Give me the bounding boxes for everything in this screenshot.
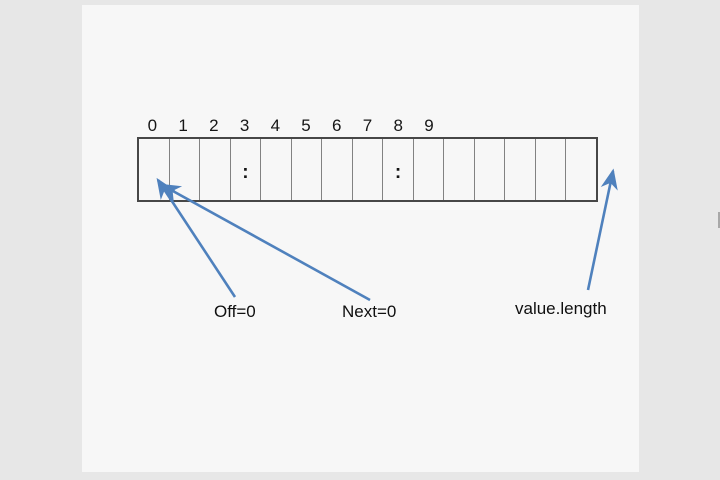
array-index-label: 9 bbox=[424, 116, 434, 135]
array-index-label: 5 bbox=[301, 116, 311, 135]
array-index-label: 0 bbox=[147, 116, 158, 135]
array-cell bbox=[412, 139, 444, 200]
array-cell bbox=[139, 139, 169, 200]
array-cell bbox=[534, 139, 566, 200]
right-edge-artifact bbox=[718, 212, 720, 228]
slide-canvas: 0 1 2 3 4 5 6 7 8 9 :: Off=0 Next=0 value.length bbox=[82, 5, 639, 472]
array-diagram: :: bbox=[137, 137, 598, 202]
next-label: Next=0 bbox=[342, 302, 397, 321]
array-cell bbox=[321, 139, 352, 200]
array-cell bbox=[565, 139, 596, 200]
array-index-label bbox=[537, 115, 568, 136]
array-cell: : bbox=[382, 139, 413, 200]
array-cell-content: : bbox=[394, 161, 402, 183]
array-index-label: 7 bbox=[362, 116, 373, 135]
array-index-label: 1 bbox=[178, 116, 188, 135]
value-length-label: value.length bbox=[515, 299, 607, 318]
array-cell bbox=[290, 139, 322, 200]
array-cell bbox=[260, 139, 291, 200]
array-cell bbox=[473, 139, 505, 200]
array-cell bbox=[443, 139, 474, 200]
array-cell bbox=[199, 139, 230, 200]
array-cell bbox=[351, 139, 383, 200]
array-index-label bbox=[567, 115, 598, 136]
array-index-label bbox=[475, 115, 506, 136]
array-index-label: 2 bbox=[209, 116, 219, 135]
off-label: Off=0 bbox=[214, 302, 256, 321]
array-cell-content: : bbox=[242, 161, 249, 183]
array-index-row: 0 1 2 3 4 5 6 7 8 9 bbox=[137, 115, 598, 136]
array-cell bbox=[504, 139, 535, 200]
array-index-label bbox=[506, 115, 537, 136]
array-cell: : bbox=[229, 139, 261, 200]
array-index-label: 3 bbox=[239, 116, 250, 135]
array-index-label: 8 bbox=[393, 116, 403, 135]
array-index-label bbox=[444, 115, 475, 136]
array-index-label: 6 bbox=[332, 116, 342, 135]
array-index-label: 4 bbox=[270, 116, 281, 135]
array-cell bbox=[168, 139, 200, 200]
